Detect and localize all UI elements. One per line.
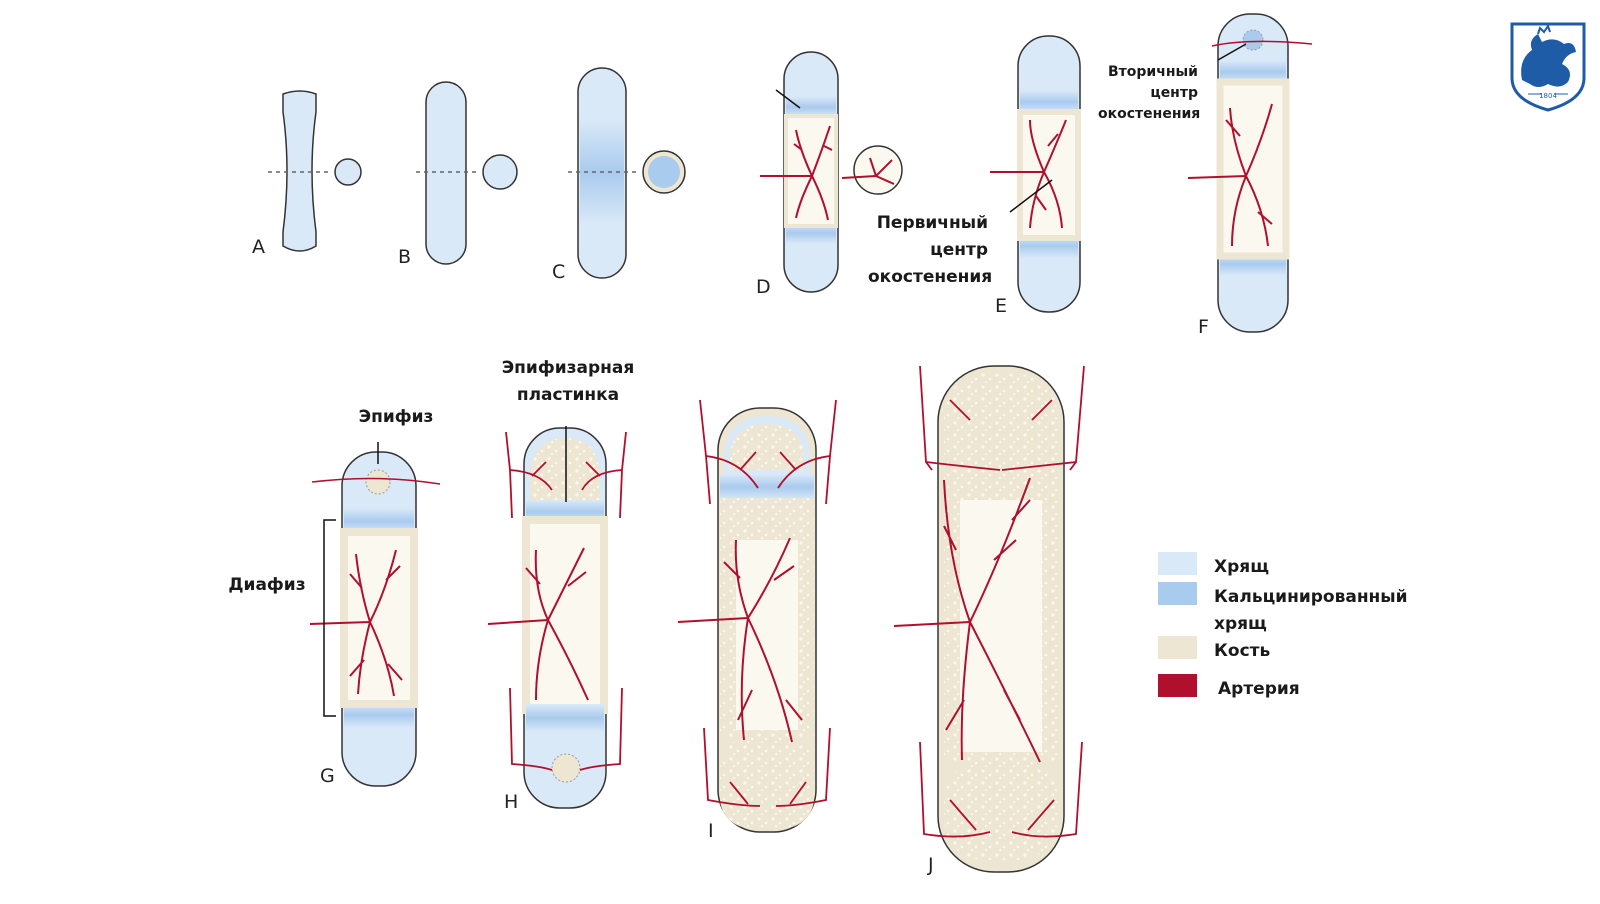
primary-center-line-1: Первичный: [876, 213, 988, 233]
primary-center-line-3: окостенения: [868, 267, 993, 287]
logo-year: 1804: [1539, 92, 1557, 100]
primary-center-line-2: центр: [930, 240, 988, 260]
stage-j-mature-bone: [893, 365, 1085, 873]
legend-swatch-bone: [1158, 636, 1197, 659]
university-crest-icon: 1804: [1508, 20, 1588, 112]
epiphysis-label: Эпифиз: [358, 407, 434, 427]
secondary-center-line-1: Вторичный: [1108, 64, 1198, 80]
legend-item-cartilage: Хрящ: [1158, 552, 1438, 582]
legend-item-artery: Артерия: [1158, 674, 1438, 701]
stage-g-epiphysis-diaphysis: [309, 442, 441, 787]
legend-swatch-cartilage: [1158, 552, 1197, 575]
legend-label-calcified-cartilage-line2: хрящ: [1214, 614, 1267, 634]
stage-letter-b: B: [398, 246, 412, 268]
stage-h-epiphyseal-plate: [487, 426, 627, 809]
primary-ossification-center-label: Первичный центр окостенения: [868, 210, 993, 291]
stage-d-primary-ossification: [760, 51, 903, 293]
stage-a-cartilage-model: [268, 90, 362, 252]
stage-letter-f: F: [1198, 316, 1209, 338]
stage-c-calcified-cartilage: [568, 67, 686, 279]
epiphyseal-plate-line-1: Эпифизарная: [501, 358, 635, 378]
stage-letter-h: H: [504, 791, 519, 813]
stage-b-cartilage-model: [416, 81, 518, 265]
legend-label-calcified-cartilage: Кальцинированный: [1214, 587, 1408, 607]
stage-letter-j: J: [928, 854, 934, 876]
epiphyseal-plate-label: Эпифизарная пластинка: [478, 355, 658, 409]
legend-label-cartilage: Хрящ: [1214, 557, 1269, 577]
legend-swatch-calcified-cartilage: [1158, 582, 1197, 605]
secondary-center-line-2: центр: [1150, 85, 1198, 101]
stage-letter-d: D: [756, 276, 771, 298]
stage-letter-c: C: [552, 261, 566, 283]
legend-item-bone: Кость: [1158, 636, 1438, 674]
stage-letter-e: E: [995, 295, 1008, 317]
epiphyseal-plate-line-2: пластинка: [516, 385, 620, 405]
legend: Хрящ Кальцинированный хрящ Кость Артерия: [1158, 552, 1438, 701]
stage-letter-i: I: [708, 820, 714, 842]
legend-swatch-artery: [1158, 674, 1197, 697]
secondary-ossification-center-label: Вторичный центр окостенения: [1098, 62, 1201, 125]
secondary-center-line-3: окостенения: [1098, 106, 1201, 122]
stage-f-secondary-center: [1187, 13, 1313, 333]
legend-label-bone: Кость: [1214, 641, 1271, 661]
stage-letter-g: G: [320, 765, 335, 787]
legend-label-artery: Артерия: [1218, 679, 1300, 699]
stage-e-bone-collar: [990, 35, 1081, 313]
legend-item-calcified-cartilage: Кальцинированный хрящ: [1158, 582, 1438, 636]
stage-i-growing-bone: [677, 399, 837, 833]
diaphysis-label: Диафиз: [228, 575, 306, 595]
stage-letter-a: A: [252, 236, 265, 258]
